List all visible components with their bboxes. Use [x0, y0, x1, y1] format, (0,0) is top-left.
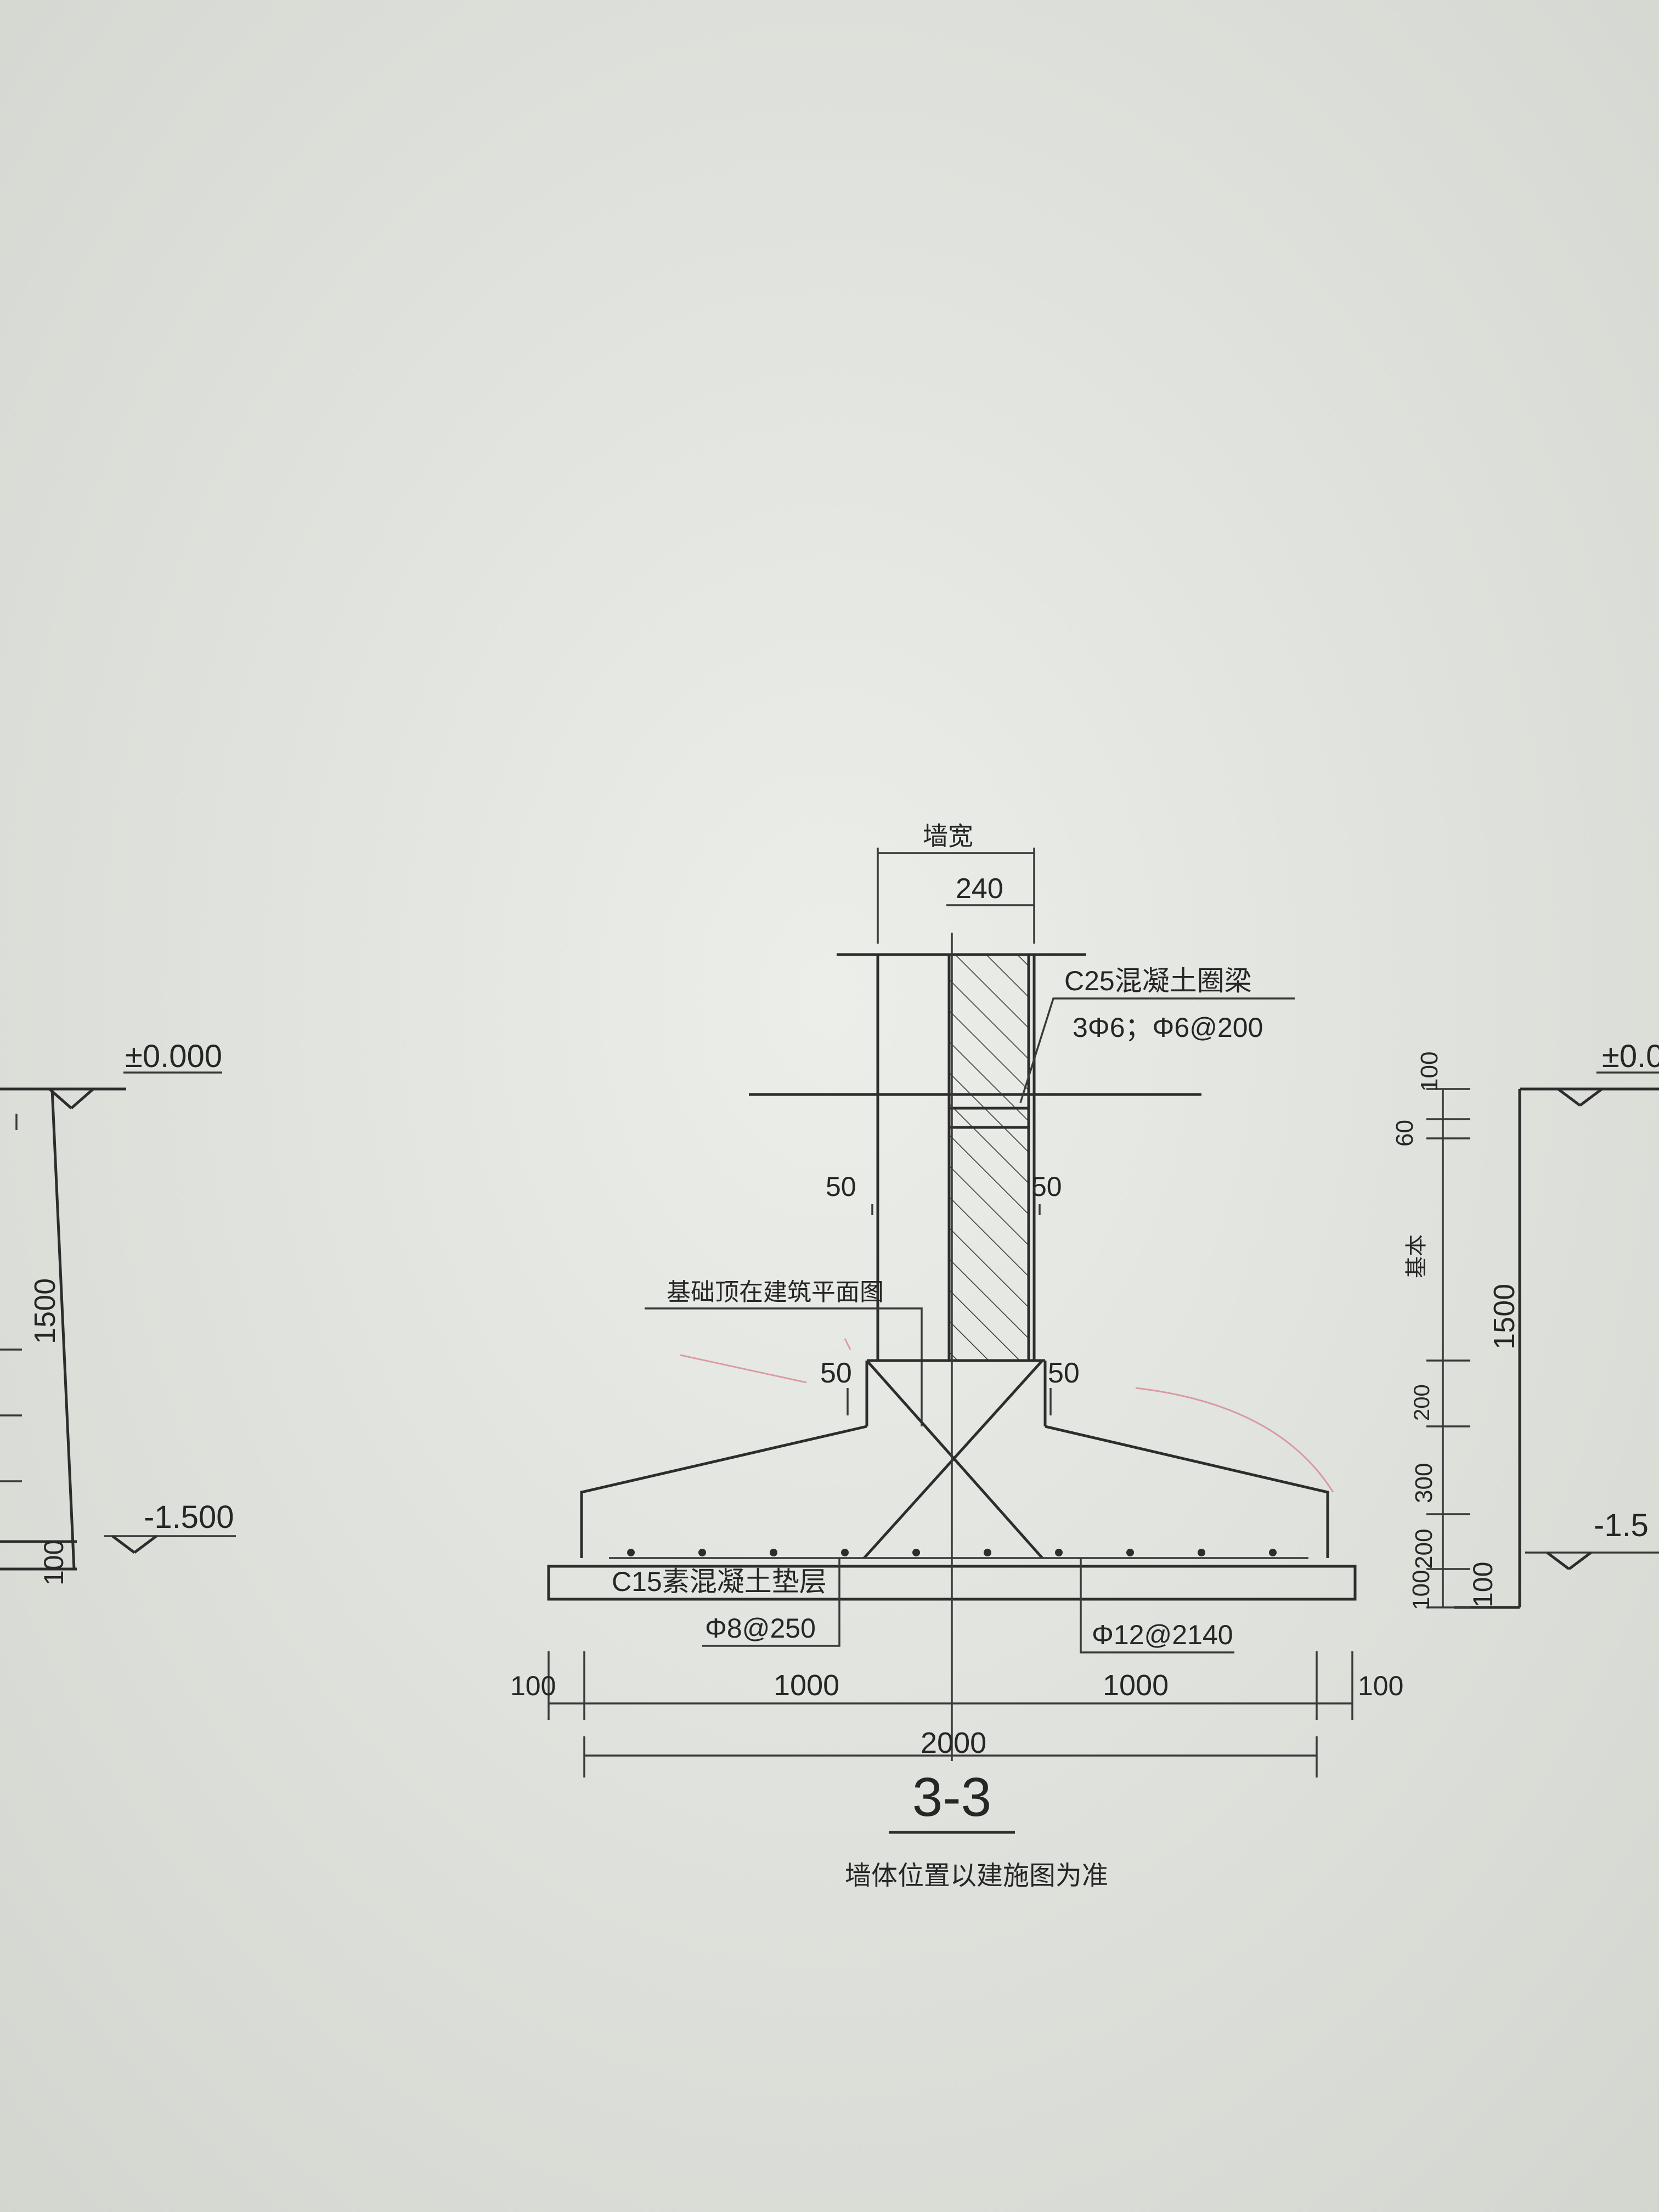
bottom-rebar-left-label: Φ8@250 [705, 1613, 816, 1644]
right-chain-1: 60 [1391, 1120, 1418, 1147]
offset-50-right-lower: 50 [1048, 1357, 1080, 1389]
dim-right-100: 100 [1358, 1671, 1403, 1701]
right-chain-6: 100 [1408, 1570, 1435, 1610]
right-chain-2: 基本 [1404, 1234, 1429, 1278]
right-height-label: 1500 [1488, 1284, 1521, 1350]
footing-level-note: 基础顶在建筑平面图 [667, 1279, 884, 1306]
section-caption: 墙体位置以建施图为准 [845, 1861, 1108, 1891]
dim-left-100: 100 [510, 1671, 556, 1701]
right-top-elevation: ±0.0 [1602, 1039, 1659, 1074]
wall-hatched-section [947, 953, 1030, 1362]
wall-thickness-label: 240 [956, 873, 1003, 905]
ring-beam-label: C25混凝土圈梁 [1064, 966, 1252, 996]
left-elevation-marker: ±0.000 1500 100 -1.500 [0, 1039, 236, 1585]
left-base-label: 100 [38, 1540, 69, 1585]
wall-width-label: 墙宽 [923, 822, 973, 850]
section-3-3-drawing: 墙宽 240 C25混凝土圈梁 3Φ6；Φ6@200 50 50 基础顶在建筑平… [510, 822, 1403, 1891]
cushion-label: C15素混凝土垫层 [612, 1566, 827, 1597]
dim-total: 2000 [921, 1726, 986, 1759]
section-title: 3-3 [912, 1767, 992, 1828]
dim-half-left: 1000 [774, 1669, 839, 1702]
left-height-label: 1500 [29, 1278, 61, 1344]
rebar-label: 3Φ6；Φ6@200 [1073, 1012, 1263, 1043]
left-top-elevation: ±0.000 [125, 1039, 222, 1074]
right-chain-4: 300 [1410, 1463, 1437, 1503]
right-bottom-elevation: -1.5 [1594, 1508, 1649, 1543]
left-bottom-elevation: -1.500 [144, 1499, 234, 1535]
right-chain-0: 100 [1416, 1052, 1443, 1092]
right-elevation-marker: ±0.0 1500 100 100 60 基本 200 300 200 100 … [1391, 1039, 1659, 1610]
offset-50-right-upper: 50 [1031, 1171, 1062, 1202]
right-base-label: 100 [1468, 1562, 1498, 1607]
offset-50-left-lower: 50 [820, 1357, 852, 1389]
bottom-rebar-dots [627, 1549, 1277, 1556]
red-annotation-marks [680, 1338, 1334, 1493]
dim-half-right: 1000 [1103, 1669, 1169, 1702]
bottom-rebar-right-label: Φ12@2140 [1092, 1620, 1233, 1650]
right-chain-5: 200 [1410, 1384, 1434, 1421]
right-chain-3: 200 [1410, 1529, 1437, 1569]
offset-50-left-upper: 50 [826, 1171, 856, 1202]
